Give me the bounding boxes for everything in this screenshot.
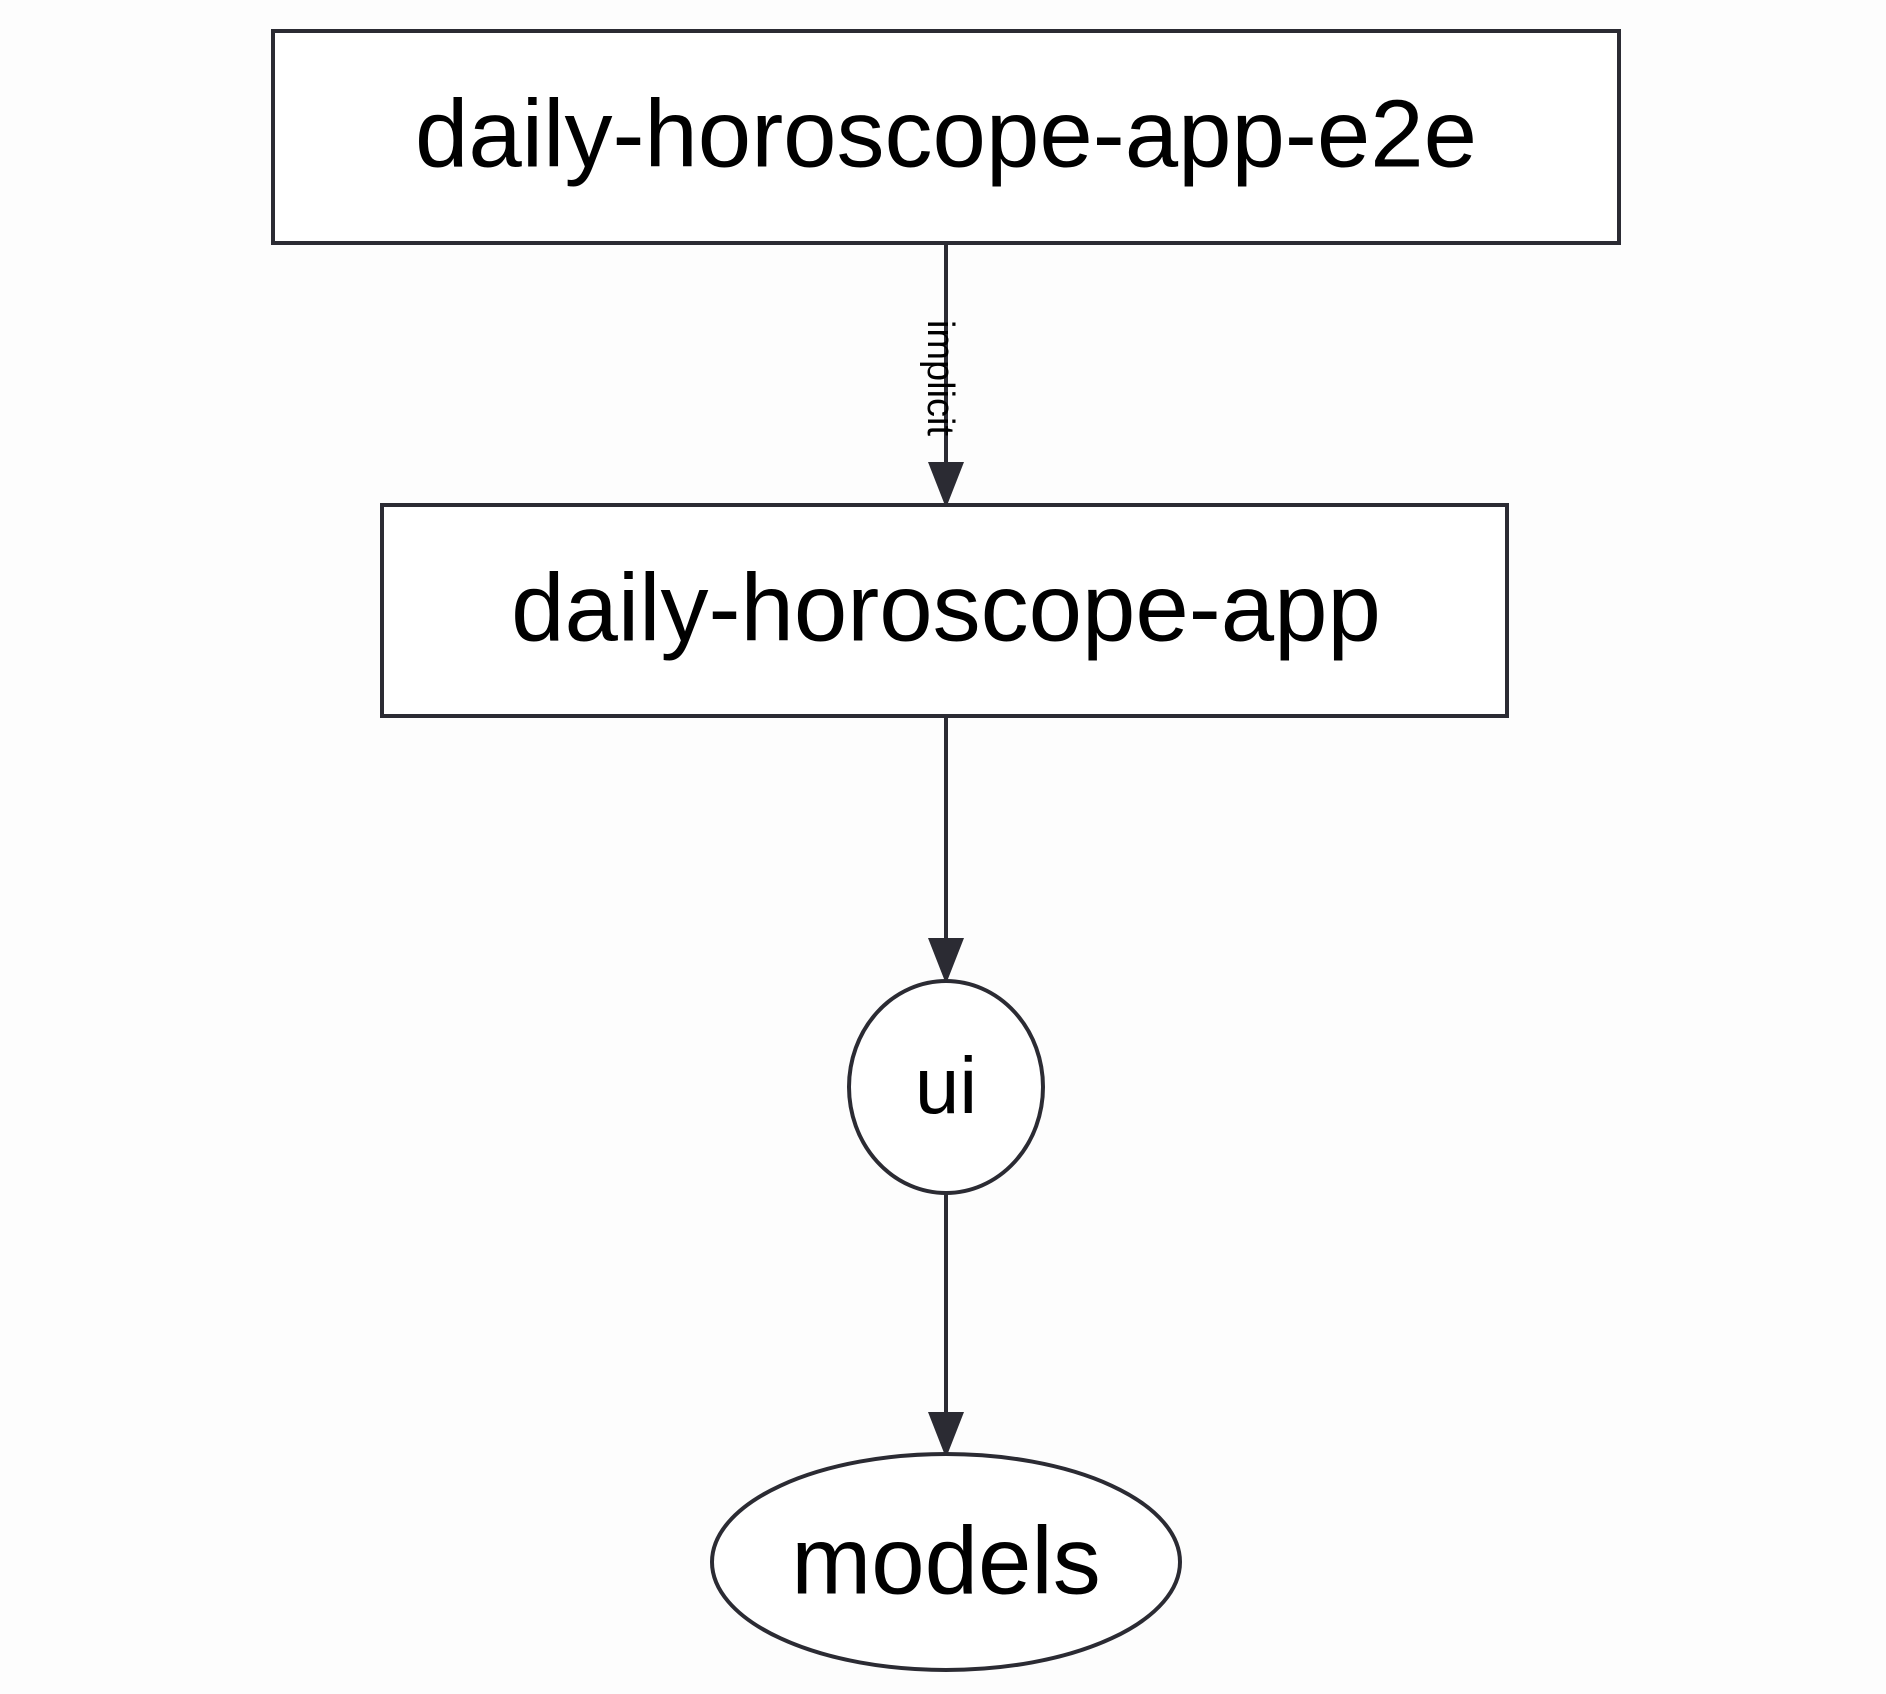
node-label-models: models [791, 1507, 1100, 1614]
node-ui[interactable]: ui [847, 979, 1045, 1195]
arrowhead-app-to-ui [928, 938, 964, 984]
node-label-ui: ui [915, 1041, 977, 1130]
arrowhead-ui-to-models [928, 1412, 964, 1458]
node-shape-ellipse [847, 979, 1045, 1195]
node-label-daily-horoscope-app: daily-horoscope-app [511, 554, 1381, 661]
node-models[interactable]: models [710, 1452, 1182, 1672]
edge-label-implicit: implicit [919, 320, 961, 437]
edge-e2e-to-app[interactable]: implicit [919, 243, 964, 508]
arrowhead-e2e-to-app [928, 462, 964, 508]
node-daily-horoscope-app-e2e[interactable]: daily-horoscope-app-e2e [271, 29, 1621, 245]
node-shape-ellipse [710, 1452, 1182, 1672]
edge-app-to-ui[interactable] [928, 716, 964, 984]
node-shape-rectangle [271, 29, 1621, 245]
node-daily-horoscope-app[interactable]: daily-horoscope-app [380, 503, 1509, 718]
edge-ui-to-models[interactable] [928, 1193, 964, 1458]
node-shape-rectangle [380, 503, 1509, 718]
node-label-daily-horoscope-app-e2e: daily-horoscope-app-e2e [415, 80, 1477, 187]
